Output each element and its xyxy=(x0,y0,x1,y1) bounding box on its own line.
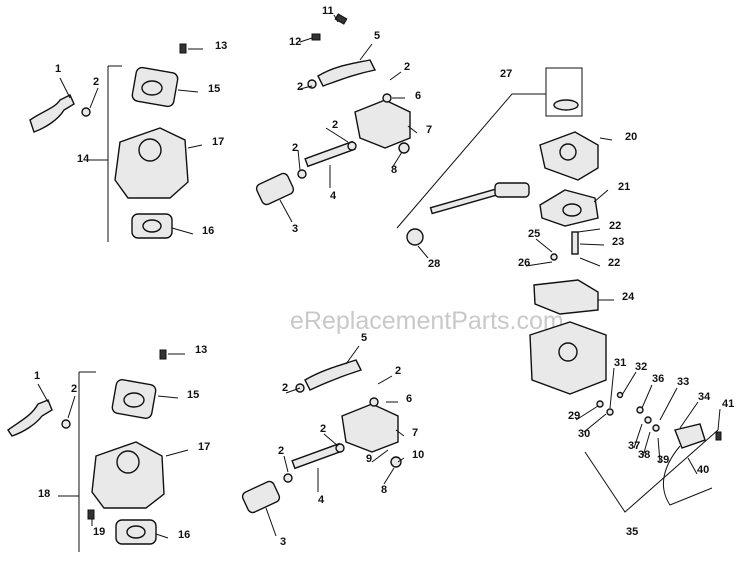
callout-27: 27 xyxy=(500,68,512,80)
callout-17: 17 xyxy=(198,441,210,453)
callout-13: 13 xyxy=(215,40,227,52)
callout-2: 2 xyxy=(332,119,338,131)
float-24 xyxy=(533,279,599,315)
fuel-hose-5 xyxy=(317,59,377,87)
callout-38: 38 xyxy=(638,449,650,461)
callout-15: 15 xyxy=(208,83,220,95)
fuel-hose-1-lower xyxy=(7,399,53,437)
callout-39: 39 xyxy=(657,454,669,466)
callout-20: 20 xyxy=(625,131,637,143)
callout-31: 31 xyxy=(614,357,626,369)
callout-22: 22 xyxy=(609,220,621,232)
callout-2: 2 xyxy=(292,142,298,154)
callout-41: 41 xyxy=(722,398,734,410)
fuel-pump-assembly-upper xyxy=(255,13,411,206)
callout-34: 34 xyxy=(698,391,711,403)
callout-2: 2 xyxy=(278,445,284,457)
fuel-solenoid-kit-35 xyxy=(584,391,722,513)
callout-2: 2 xyxy=(71,383,77,395)
callout-29: 29 xyxy=(568,410,580,422)
callout-6: 6 xyxy=(406,393,412,405)
callout-1: 1 xyxy=(34,370,40,382)
carburetor-17 xyxy=(114,127,189,199)
callout-8: 8 xyxy=(391,164,397,176)
watermark: eReplacementParts.com xyxy=(290,307,564,335)
callout-13: 13 xyxy=(195,344,207,356)
callout-15: 15 xyxy=(187,389,199,401)
callout-24: 24 xyxy=(622,291,635,303)
callout-5: 5 xyxy=(361,332,367,344)
callout-23: 23 xyxy=(612,236,624,248)
callout-16: 16 xyxy=(178,529,190,541)
callout-17: 17 xyxy=(212,136,224,148)
fuel-pump-assembly-lower xyxy=(241,359,402,514)
callout-1: 1 xyxy=(55,63,61,75)
solenoid-40 xyxy=(674,423,706,449)
plug-28 xyxy=(406,228,424,246)
callout-8: 8 xyxy=(381,484,387,496)
callout-26: 26 xyxy=(518,257,530,269)
callout-2: 2 xyxy=(93,76,99,88)
callout-9: 9 xyxy=(366,453,372,465)
callout-33: 33 xyxy=(677,376,689,388)
callout-36: 36 xyxy=(652,373,664,385)
fuel-hose-1 xyxy=(29,94,75,133)
callout-19: 19 xyxy=(93,526,105,538)
carburetor-17-lower xyxy=(91,441,165,509)
callout-3: 3 xyxy=(280,536,286,548)
callout-7: 7 xyxy=(426,124,432,136)
throttle-shaft xyxy=(429,187,501,215)
callout-2: 2 xyxy=(395,365,401,377)
callout-22: 22 xyxy=(608,257,620,269)
callout-3: 3 xyxy=(292,223,298,235)
callout-35: 35 xyxy=(626,526,638,538)
callout-37: 37 xyxy=(628,440,640,452)
callout-32: 32 xyxy=(635,361,647,373)
callout-40: 40 xyxy=(697,464,709,476)
callout-11: 11 xyxy=(322,5,334,17)
fuel-pump-7 xyxy=(354,99,411,149)
callout-2: 2 xyxy=(320,423,326,435)
callout-18: 18 xyxy=(38,488,50,500)
callout-5: 5 xyxy=(374,30,380,42)
callout-10: 10 xyxy=(412,449,424,461)
callout-4: 4 xyxy=(330,190,337,202)
callout-6: 6 xyxy=(415,90,421,102)
carburetor-assembly-upper-left xyxy=(29,43,189,242)
callout-14: 14 xyxy=(77,153,90,165)
carburetor-assembly-lower-left xyxy=(7,349,167,552)
callout-16: 16 xyxy=(202,225,214,237)
fuel-filter-3 xyxy=(255,172,295,206)
leader-lines xyxy=(37,14,721,539)
callout-30: 30 xyxy=(578,428,590,440)
carburetor-exploded-upper-right xyxy=(396,67,607,395)
callout-12: 12 xyxy=(289,36,301,48)
callout-2: 2 xyxy=(282,382,288,394)
callout-28: 28 xyxy=(428,258,440,270)
callout-2: 2 xyxy=(404,61,410,73)
callout-21: 21 xyxy=(618,181,630,193)
callout-25: 25 xyxy=(528,228,540,240)
callout-4: 4 xyxy=(318,494,325,506)
needle-23 xyxy=(571,231,579,255)
callout-7: 7 xyxy=(412,427,418,439)
callout-2: 2 xyxy=(297,81,303,93)
